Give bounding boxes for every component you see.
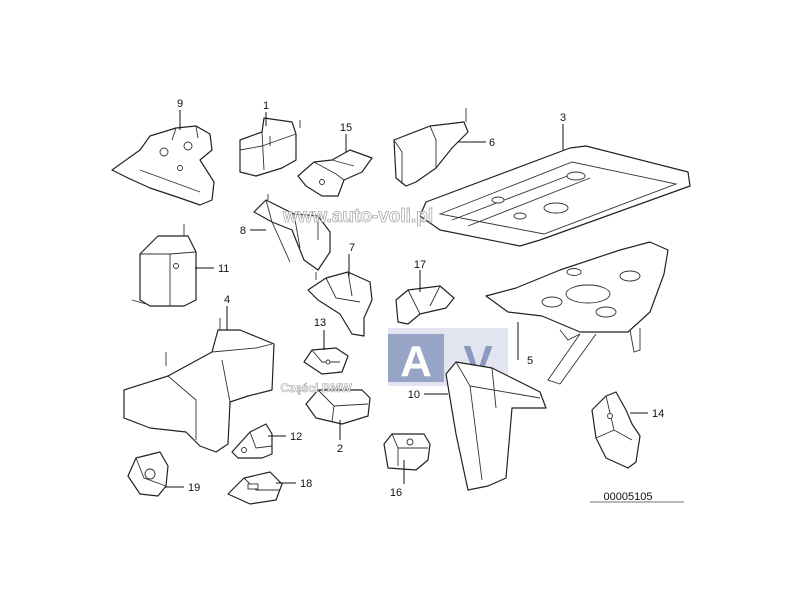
callout-10: 10 [408, 389, 420, 401]
callout-9: 9 [177, 98, 183, 110]
callout-13: 13 [314, 317, 326, 329]
part-15 [297, 149, 373, 197]
watermark-logo: A V [388, 328, 508, 386]
callout-11: 11 [218, 263, 229, 275]
part-8 [253, 194, 331, 271]
callout-19: 19 [188, 482, 200, 494]
part-11 [131, 224, 197, 307]
callout-18: 18 [300, 478, 312, 490]
callout-7: 7 [349, 242, 355, 254]
watermark-logo-letter-a: A [400, 337, 432, 386]
part-18 [227, 471, 283, 505]
callout-12: 12 [290, 431, 302, 443]
callout-17: 17 [414, 259, 426, 271]
part-16 [383, 433, 431, 471]
part-19 [127, 451, 169, 497]
callout-6: 6 [489, 137, 495, 149]
part-1 [239, 117, 301, 177]
leader-lines [165, 110, 648, 488]
diagram-code: 00005105 [604, 491, 653, 503]
part-13 [303, 347, 349, 375]
callout-4: 4 [224, 294, 230, 306]
part-9 [111, 125, 215, 206]
callout-15: 15 [340, 122, 352, 134]
callout-14: 14 [652, 408, 664, 420]
part-4 [123, 318, 275, 453]
part-14 [591, 391, 641, 469]
part-12 [231, 423, 273, 459]
callout-16: 16 [390, 487, 402, 499]
part-17 [395, 285, 455, 325]
callout-2: 2 [337, 443, 343, 455]
watermark-caption: Części BMW [280, 381, 352, 395]
part-3 [419, 145, 691, 247]
part-2 [305, 389, 371, 425]
part-5 [485, 241, 669, 385]
callout-numbers: 9 1 15 6 3 8 7 11 17 4 13 5 10 14 12 2 1… [177, 98, 664, 499]
callout-8: 8 [240, 225, 246, 237]
part-10 [445, 361, 547, 491]
callout-3: 3 [560, 112, 566, 124]
callout-1: 1 [263, 100, 269, 112]
part-6 [393, 108, 469, 187]
callout-5: 5 [527, 355, 533, 367]
watermark-url: www.auto-voli.pl [282, 206, 433, 227]
